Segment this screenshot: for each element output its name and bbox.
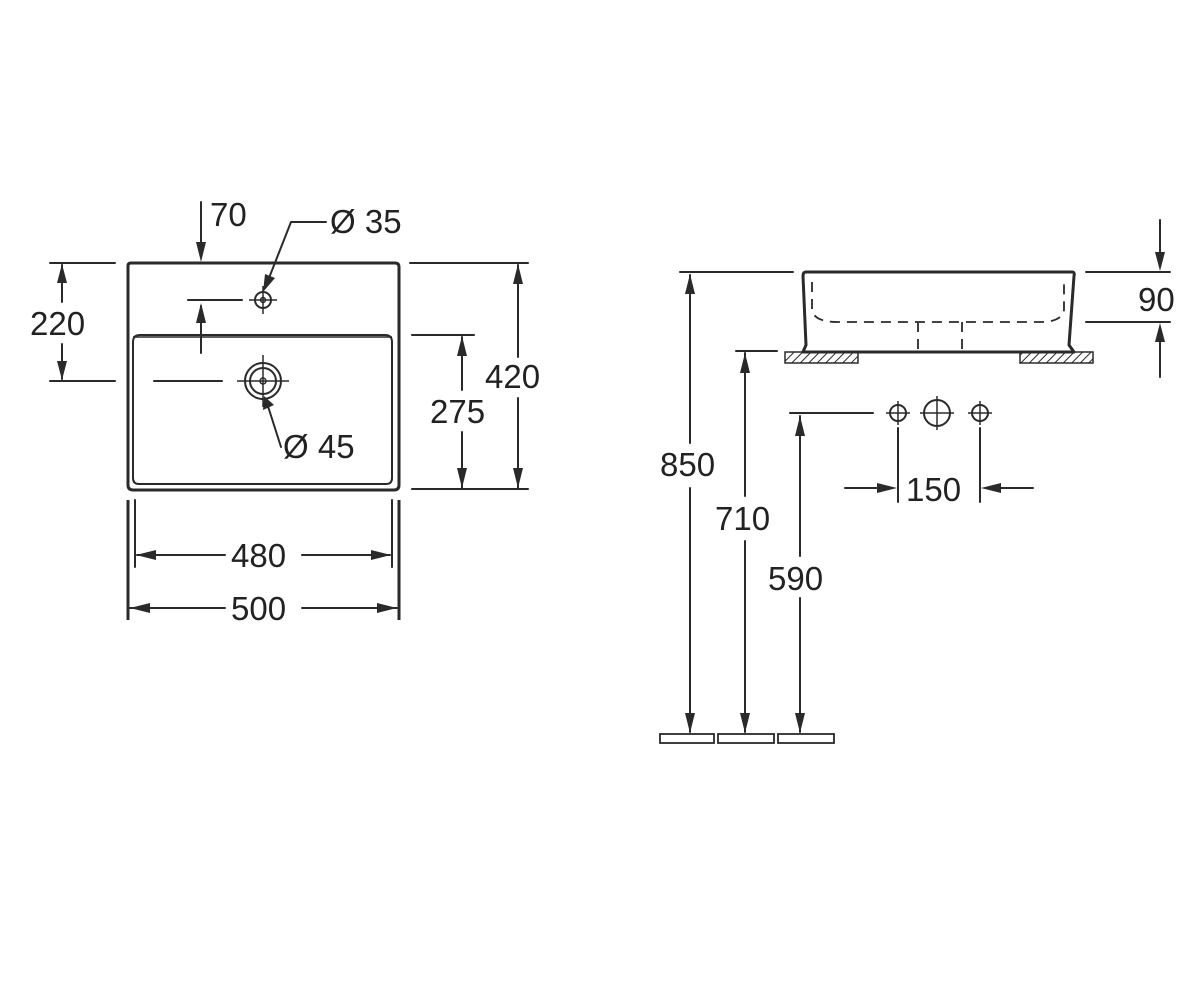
dim-220: 220 [30,305,85,342]
dim-drain-diameter: Ø 45 [283,428,355,465]
dim-70: 70 [210,196,247,233]
side-view: 850 710 590 [659,219,1175,744]
dim-90: 90 [1138,281,1175,318]
bowl-hidden-line [811,282,1065,323]
dim-710: 710 [715,500,770,537]
floor-block-3 [777,733,835,744]
countertop-left [784,351,859,364]
dim-tap-hole-diameter: Ø 35 [330,203,402,240]
dim-500: 500 [231,590,286,627]
tap-symbol-right [968,401,992,425]
dim-480: 480 [231,537,286,574]
tap-hole [249,286,277,314]
top-view: 70 Ø 35 Ø 45 220 420 275 [30,196,540,627]
countertop-right [1019,351,1094,364]
basin-side-outline [801,270,1076,354]
dim-850: 850 [660,446,715,483]
tap-symbol-centre [920,396,954,430]
dim-275: 275 [430,393,485,430]
tap-symbol-left [886,401,910,425]
basin-bowl-outline [132,334,393,485]
dim-420: 420 [485,358,540,395]
drain-hole [237,355,289,407]
dim-150: 150 [906,471,961,508]
floor-block-2 [717,733,775,744]
dim-590: 590 [768,560,823,597]
basin-outer-outline [126,261,401,492]
floor-block-1 [659,733,715,744]
